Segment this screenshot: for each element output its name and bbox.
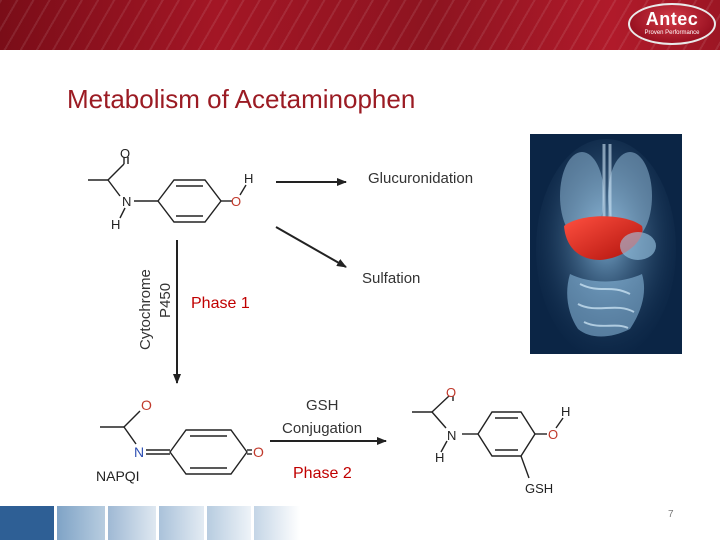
conjugate-hydroxyl-oxygen-label: O [548,427,558,442]
gsh-conjugate-structure [412,395,564,479]
acetaminophen-hydroxyl-hydrogen-label: H [244,171,253,186]
p450-label: P450 [157,283,174,318]
acetaminophen-nitrogen-label: N [122,194,131,209]
acetaminophen-hydroxyl-oxygen-label: O [231,194,241,209]
gsh-reagent-label: GSH [306,397,339,414]
footer-block-2 [108,506,156,540]
acetaminophen-amide-hydrogen-label: H [111,217,120,232]
napqi-label: NAPQI [96,468,140,484]
conjugate-gsh-label: GSH [525,481,553,496]
napqi-quinone-oxygen-label: O [253,444,264,460]
liver-anatomy-image [530,134,682,354]
acetaminophen-structure [88,157,247,223]
logo-tagline: Proven Performance [644,30,700,36]
napqi-structure [100,410,252,475]
phase-2-label: Phase 2 [293,465,352,482]
conjugate-nitrogen-label: N [447,428,456,443]
header-banner: Antec Proven Performance [0,0,720,50]
conjugate-oxygen-label: O [446,385,456,400]
phase-1-label: Phase 1 [191,295,250,312]
glucuronidation-label: Glucuronidation [368,170,473,187]
slide-title: Metabolism of Acetaminophen [67,84,416,114]
footer-strip [0,506,300,540]
antec-logo: Antec Proven Performance [628,3,716,45]
napqi-oxygen-label: O [141,397,152,413]
page-number: 7 [668,509,674,520]
conjugate-amide-hydrogen-label: H [435,450,444,465]
conjugate-hydroxyl-hydrogen-label: H [561,404,570,419]
sulfation-arrow [275,226,347,268]
logo-name: Antec [645,9,699,29]
footer-block-4 [207,506,251,540]
footer-block-3 [159,506,204,540]
footer-block-5 [254,506,300,540]
sulfation-label: Sulfation [362,270,420,287]
anatomy-illustration [530,134,682,354]
banner-texture [0,0,720,50]
napqi-nitrogen-label: N [134,444,144,460]
conjugation-label: Conjugation [282,420,362,437]
footer-block-1 [57,506,105,540]
acetaminophen-oxygen-label: O [120,146,130,161]
footer-block-dark [0,506,54,540]
cytochrome-label: Cytochrome [137,269,154,350]
